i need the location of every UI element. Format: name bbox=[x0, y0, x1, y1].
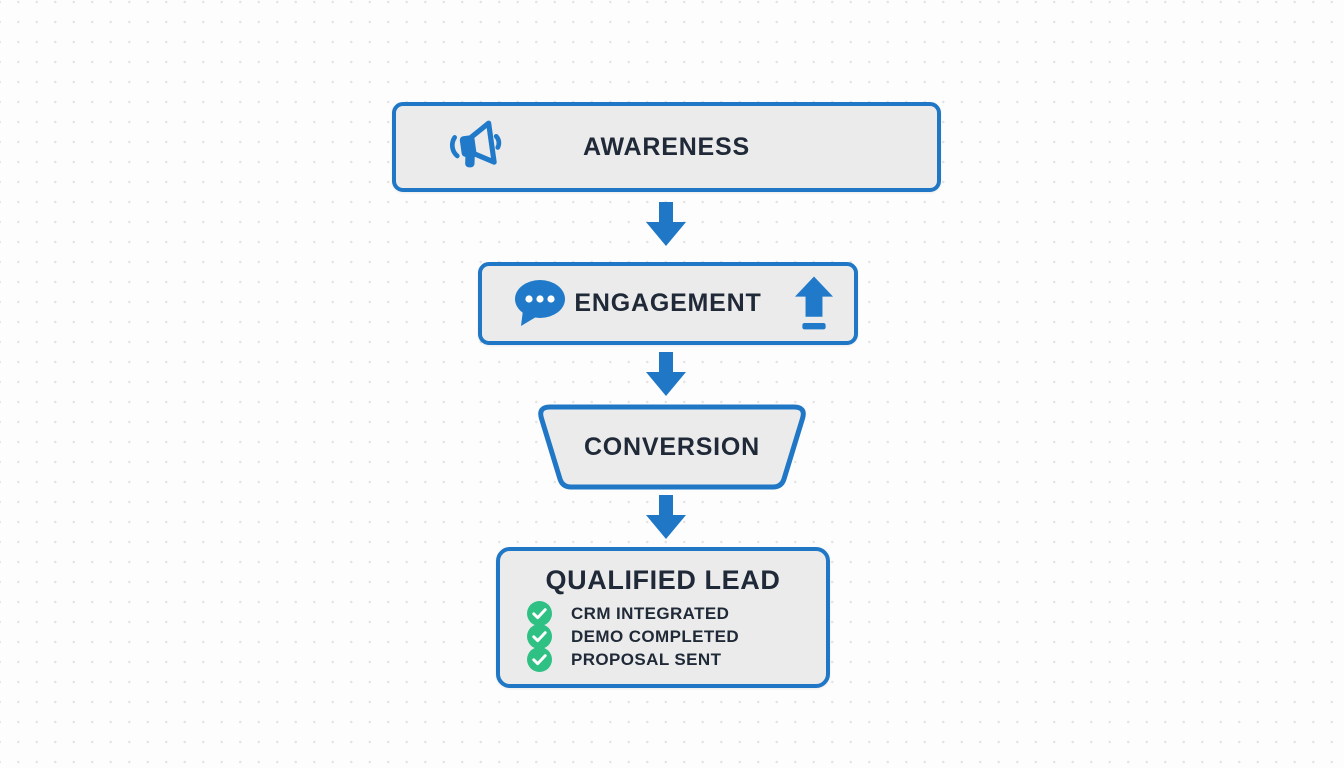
qualified-lead-checklist: CRM INTEGRATED DEMO COMPLETED PROPOSAL S… bbox=[500, 601, 826, 672]
stage-conversion: CONVERSION bbox=[528, 401, 816, 493]
check-icon bbox=[527, 647, 552, 672]
stage-qualified-lead: QUALIFIED LEAD CRM INTEGRATED DEMO COMPL… bbox=[496, 547, 830, 688]
checklist-item-label: CRM INTEGRATED bbox=[571, 603, 730, 623]
qualified-lead-title: QUALIFIED LEAD bbox=[545, 565, 781, 595]
down-arrow-icon bbox=[646, 352, 686, 396]
checklist-item: CRM INTEGRATED bbox=[527, 601, 826, 626]
trapezoid-shape bbox=[538, 404, 806, 490]
stage-engagement: ENGAGEMENT bbox=[478, 262, 858, 345]
stage-conversion-label: CONVERSION bbox=[583, 432, 761, 461]
checklist-item: PROPOSAL SENT bbox=[527, 647, 826, 672]
stage-awareness: AWARENESS bbox=[392, 102, 941, 192]
megaphone-icon bbox=[449, 120, 502, 168]
chat-dots-icon bbox=[515, 279, 565, 326]
checklist-item-label: DEMO COMPLETED bbox=[571, 626, 740, 646]
stage-engagement-label: ENGAGEMENT bbox=[574, 289, 762, 317]
down-arrow-icon bbox=[646, 495, 686, 539]
upload-icon bbox=[794, 276, 834, 329]
stage-awareness-label: AWARENESS bbox=[583, 132, 750, 161]
checklist-item: DEMO COMPLETED bbox=[527, 624, 826, 649]
down-arrow-icon bbox=[646, 202, 686, 246]
check-icon bbox=[527, 601, 552, 626]
check-icon bbox=[527, 624, 552, 649]
checklist-item-label: PROPOSAL SENT bbox=[571, 649, 722, 669]
